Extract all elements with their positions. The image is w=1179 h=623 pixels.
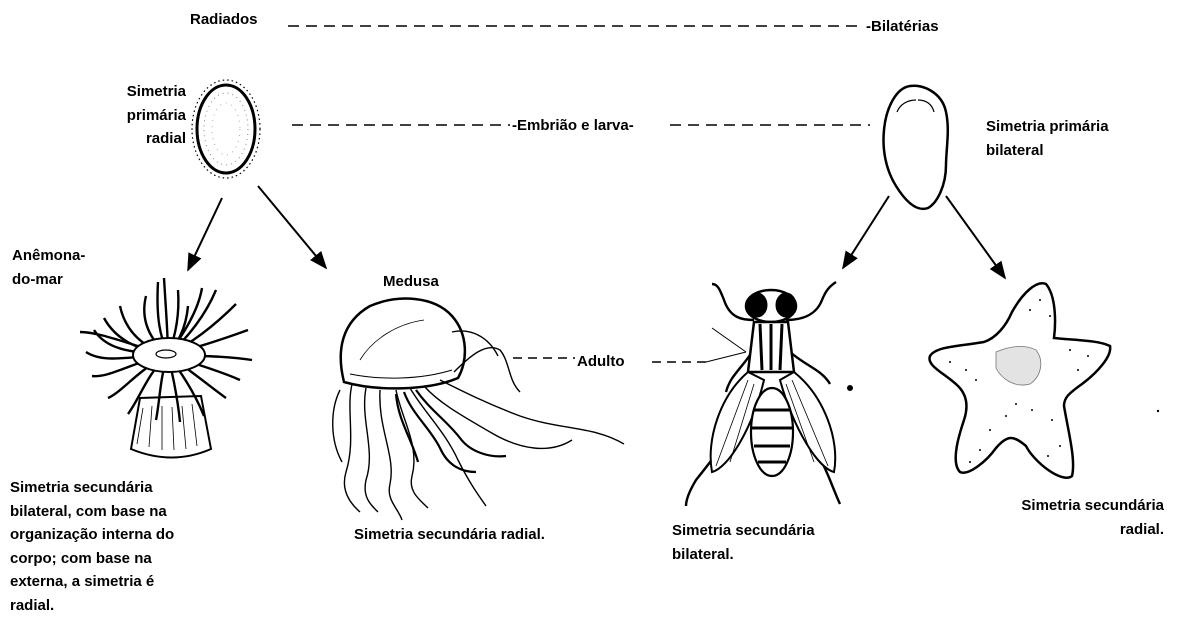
embryo-larva-text: Embrião e larva xyxy=(517,117,629,134)
caption-line: externa, a simetria é xyxy=(10,570,230,594)
caption-line: primária xyxy=(60,104,186,128)
caption-line: bilateral xyxy=(986,139,1166,163)
radial-larva-illustration xyxy=(192,80,260,178)
caption-line: corpo; com base na xyxy=(10,547,230,571)
caption-line: Simetria xyxy=(60,80,186,104)
caption-line: radial. xyxy=(980,518,1164,542)
arrow-to-jellyfish xyxy=(258,186,326,268)
primary-radial-caption: Simetria primária radial xyxy=(60,80,186,151)
caption-line: Simetria secundária xyxy=(980,494,1164,518)
embryo-larva-label: -Embrião e larva- xyxy=(512,114,634,137)
bilaterias-text: Bilatérias xyxy=(871,18,939,35)
jellyfish-illustration xyxy=(333,299,624,520)
caption-line: radial. xyxy=(10,594,230,618)
anemone-caption: Simetria secundária bilateral, com base … xyxy=(10,476,230,617)
caption-line: Simetria primária xyxy=(986,115,1166,139)
sea-anemone-illustration xyxy=(80,278,252,458)
adult-label: Adulto xyxy=(577,350,624,373)
caption-line: Simetria secundária xyxy=(672,519,852,543)
bilaterias-label: -Bilatérias xyxy=(866,15,939,38)
arrow-to-starfish xyxy=(946,196,1005,278)
anemone-name: Anêmona- do-mar xyxy=(12,244,122,291)
name-line: Anêmona- xyxy=(12,244,122,268)
caption-line: Simetria secundária xyxy=(10,476,230,500)
caption-line: bilateral, com base na xyxy=(10,500,230,524)
fly-illustration xyxy=(686,282,853,506)
starfish-caption: Simetria secundária radial. xyxy=(980,494,1164,541)
bilateral-larva-illustration xyxy=(884,86,948,209)
fly-caption: Simetria secundária bilateral. xyxy=(672,519,852,566)
arrow-to-fly xyxy=(843,196,889,268)
jellyfish-caption: Simetria secundária radial. xyxy=(354,523,545,546)
arrow-to-anemone xyxy=(188,198,222,270)
caption-line: radial xyxy=(60,127,186,151)
primary-bilateral-caption: Simetria primária bilateral xyxy=(986,115,1166,162)
caption-line: organização interna do xyxy=(10,523,230,547)
jellyfish-name: Medusa xyxy=(383,270,439,293)
caption-line: bilateral. xyxy=(672,543,852,567)
name-line: do-mar xyxy=(12,268,122,292)
starfish-illustration xyxy=(929,283,1159,477)
radiados-label: Radiados xyxy=(190,8,258,31)
